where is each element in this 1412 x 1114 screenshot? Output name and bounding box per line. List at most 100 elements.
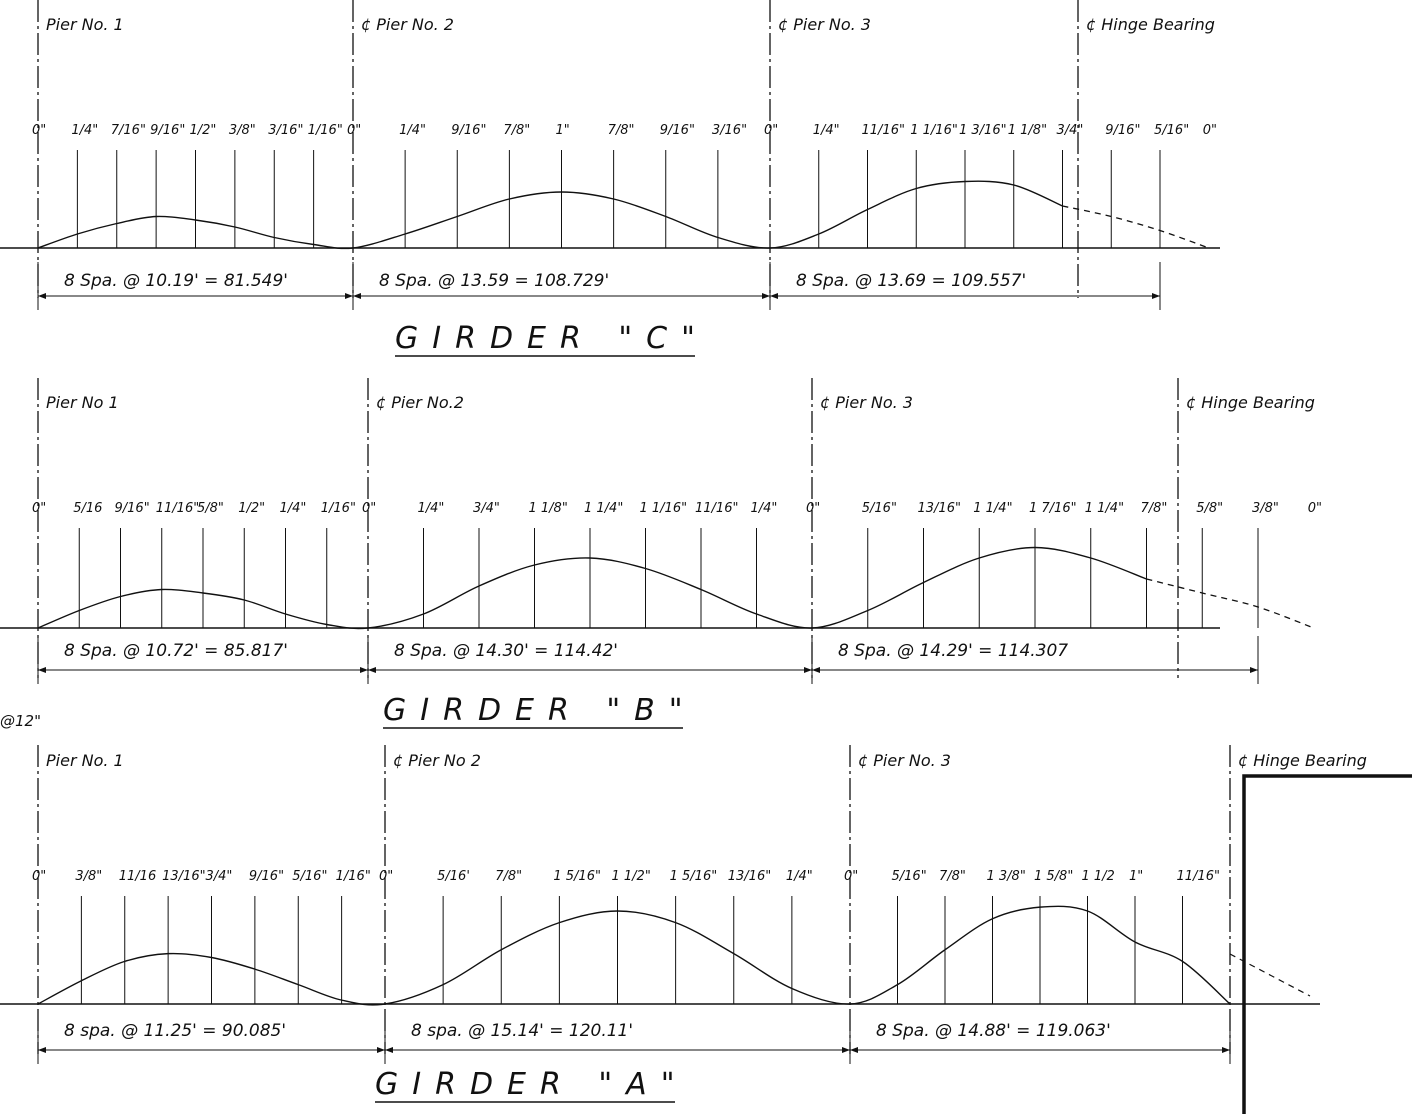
span-dimension-label: 8 Spa. @ 14.29' = 114.307 (838, 641, 1068, 661)
pier-label: ¢ Pier No. 2 (361, 15, 454, 34)
ordinate-label: 11/16 (119, 869, 156, 884)
ordinate-label: 3/8" (75, 869, 102, 884)
influence-line-curve (37, 180, 1063, 250)
dimension-arrow (377, 1047, 385, 1053)
span-dimension-label: 8 spa. @ 11.25' = 90.085' (64, 1021, 286, 1041)
pier-label: ¢ Pier No. 3 (778, 15, 871, 34)
ordinate-label: 1 7/16" (1029, 501, 1077, 516)
ordinate-label: 0" (32, 501, 46, 516)
span-dimension-label: 8 Spa. @ 13.69 = 109.557' (796, 271, 1026, 291)
girder-b: Pier No 1 ¢ Pier No.2 ¢ Pier No. 3 ¢ Hinge … (0, 378, 1322, 729)
ordinate-label: 0" (347, 123, 361, 138)
influence-line-curve (37, 546, 1147, 630)
pier-label: ¢ Pier No. 3 (820, 393, 913, 412)
ordinate-label: 0" (844, 869, 858, 884)
ordinate-label: 1/2" (238, 501, 265, 516)
dimension-arrow (1222, 1047, 1230, 1053)
ordinate-label: 1/16" (321, 501, 356, 516)
ordinate-label: 11/16" (156, 501, 199, 516)
ordinate-label: 13/16" (728, 869, 771, 884)
girder-c: Pier No. 1 ¢ Pier No. 2 ¢ Pier No. 3 ¢ Hing… (0, 0, 1220, 357)
ordinate-label: 1/16" (336, 869, 371, 884)
influence-line-extension (1062, 205, 1209, 249)
ordinate-label: 0" (1203, 123, 1217, 138)
ordinate-label: 9/16" (249, 869, 284, 884)
ordinate-label: 1/16" (308, 123, 343, 138)
dimension-arrow (812, 667, 820, 673)
dimension-arrow (762, 293, 770, 299)
influence-line-extension (1146, 578, 1314, 629)
ordinate-label: 1/2" (190, 123, 217, 138)
dimension-arrow (353, 293, 361, 299)
pier-label: Pier No. 1 (46, 15, 124, 34)
pier-label: ¢ Pier No. 3 (858, 751, 951, 770)
pier-label: ¢ Hinge Bearing (1186, 393, 1315, 412)
dimension-arrow (850, 1047, 858, 1053)
sheet-border (1242, 774, 1412, 1114)
ordinate-label: 1 1/4" (584, 501, 623, 516)
span-dimension-label: 8 Spa. @ 10.72' = 85.817' (64, 641, 288, 661)
ordinate-label: 9/16" (660, 123, 695, 138)
ordinate-label: 5/16" (892, 869, 927, 884)
pier-label: Pier No. 1 (46, 751, 124, 770)
influence-line-extension (1229, 953, 1311, 997)
dimension-arrow (360, 667, 368, 673)
ordinate-label: 7/8" (1141, 501, 1168, 516)
span-dimension-label: 8 Spa. @ 14.30' = 114.42' (394, 641, 618, 661)
ordinate-label: 3/4" (473, 501, 500, 516)
ordinate-label: 11/16" (1177, 869, 1220, 884)
ordinate-label: 1/4" (399, 123, 426, 138)
ordinate-label: 0" (1308, 501, 1322, 516)
ordinate-label: 1 1/16" (910, 123, 958, 138)
ordinate-label: 0" (32, 869, 46, 884)
span-dimension-label: 8 spa. @ 15.14' = 120.11' (411, 1021, 633, 1041)
dimension-arrow (385, 1047, 393, 1053)
dimension-arrow (804, 667, 812, 673)
ordinate-label: 1 3/16" (959, 123, 1007, 138)
ordinate-label: 5/8" (1196, 501, 1223, 516)
ordinate-label: 1 1/2 (1082, 869, 1115, 884)
ordinate-label: 11/16" (862, 123, 905, 138)
ordinate-label: 1 1/8" (1008, 123, 1047, 138)
ordinate-label: 7/8" (939, 869, 966, 884)
ordinate-label: 7/16" (111, 123, 146, 138)
span-dimension-label: 8 Spa. @ 13.59 = 108.729' (379, 271, 609, 291)
ordinate-label: 5/16" (862, 501, 897, 516)
ordinate-label: 1/4" (751, 501, 778, 516)
ordinate-label: 1 1/8" (529, 501, 568, 516)
ordinate-label: 3/16" (712, 123, 747, 138)
dimension-arrow (1152, 293, 1160, 299)
span-dimension-label: 8 Spa. @ 14.88' = 119.063' (876, 1021, 1111, 1041)
ordinate-label: 3/8" (229, 123, 256, 138)
pier-label: Pier No 1 (46, 393, 119, 412)
influence-line-curve (37, 905, 1231, 1006)
ordinate-label: 5/16 (73, 501, 102, 516)
ordinate-label: 1 5/8" (1034, 869, 1073, 884)
pier-label: ¢ Pier No.2 (376, 393, 464, 412)
ordinate-label: 1 5/16" (670, 869, 718, 884)
ordinate-label: 1 3/8" (987, 869, 1026, 884)
margin-note: @12" (0, 712, 41, 730)
dimension-arrow (38, 1047, 46, 1053)
dimension-arrow (368, 667, 376, 673)
ordinate-label: 9/16" (150, 123, 185, 138)
dimension-arrow (770, 293, 778, 299)
pier-label: ¢ Hinge Bearing (1086, 15, 1215, 34)
ordinate-label: 13/16" (162, 869, 205, 884)
dimension-arrow (38, 293, 46, 299)
ordinate-label: 5/8" (197, 501, 224, 516)
pier-label: ¢ Hinge Bearing (1238, 751, 1367, 770)
ordinate-label: 1/4" (786, 869, 813, 884)
girder-title: GIRDER "C" (395, 321, 709, 356)
pier-label: ¢ Pier No 2 (393, 751, 481, 770)
span-dimension-label: 8 Spa. @ 10.19' = 81.549' (64, 271, 288, 291)
ordinate-label: 0" (379, 869, 393, 884)
ordinate-label: 1 1/4" (973, 501, 1012, 516)
girder-title: GIRDER "B" (383, 693, 697, 728)
ordinate-label: 3/8" (1252, 501, 1279, 516)
ordinate-label: 5/16' (437, 869, 470, 884)
ordinate-label: 0" (764, 123, 778, 138)
ordinate-label: 1/4" (418, 501, 445, 516)
